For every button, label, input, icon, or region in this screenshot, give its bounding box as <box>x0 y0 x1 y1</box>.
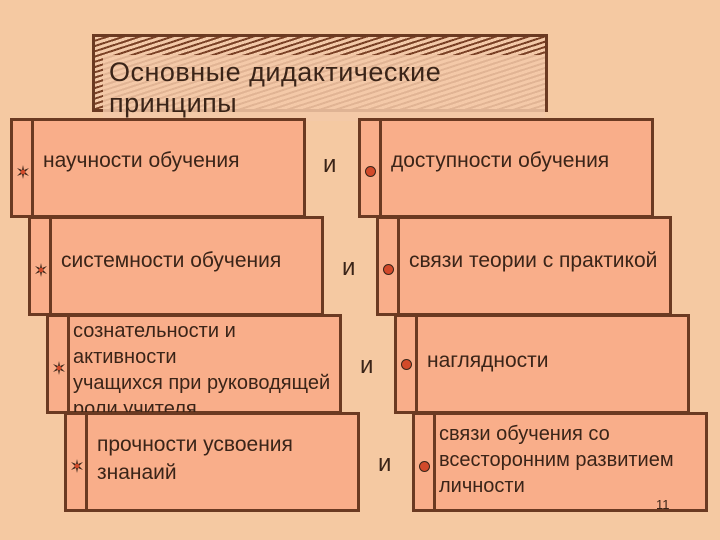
principle-label: наглядности <box>427 349 549 372</box>
right-principle-2: связи теории с практикой <box>376 216 672 316</box>
principle-label: научности обучения <box>43 149 240 172</box>
principle-label: системности обучения <box>61 249 282 272</box>
principle-label: прочности усвоения знанаий <box>97 433 293 485</box>
principle-label: доступности обучения <box>391 149 610 172</box>
left-principle-1: научности обучения <box>10 118 306 218</box>
left-principle-4: прочности усвоения знанаий <box>64 412 360 512</box>
left-principle-3: сознательности и активности учащихся при… <box>46 314 342 420</box>
dot-bullet-icon <box>365 166 376 177</box>
right-principle-4: связи обучения со всесторонним развитием… <box>412 412 708 512</box>
left-principle-2: системности обучения <box>28 216 324 316</box>
principle-label: сознательности и активности учащихся при… <box>73 320 331 420</box>
title-banner: Основные дидактические принципы <box>92 34 548 121</box>
dot-bullet-icon <box>419 461 430 472</box>
principle-label: связи обучения со всесторонним развитием… <box>439 423 674 497</box>
star-bullet-icon <box>16 165 29 179</box>
star-bullet-icon <box>52 361 65 375</box>
page-title: Основные дидактические принципы <box>103 55 545 121</box>
star-bullet-icon <box>70 459 83 473</box>
page-number: 11 <box>656 497 670 512</box>
right-principle-3: наглядности <box>394 314 690 414</box>
dot-bullet-icon <box>383 264 394 275</box>
dot-bullet-icon <box>401 359 412 370</box>
conjunction-2: и <box>342 254 356 281</box>
right-principle-1: доступности обучения <box>358 118 654 218</box>
conjunction-4: и <box>378 450 392 477</box>
conjunction-1: и <box>323 151 337 178</box>
star-bullet-icon <box>34 263 47 277</box>
principle-label: связи теории с практикой <box>409 249 658 272</box>
conjunction-3: и <box>360 352 374 379</box>
